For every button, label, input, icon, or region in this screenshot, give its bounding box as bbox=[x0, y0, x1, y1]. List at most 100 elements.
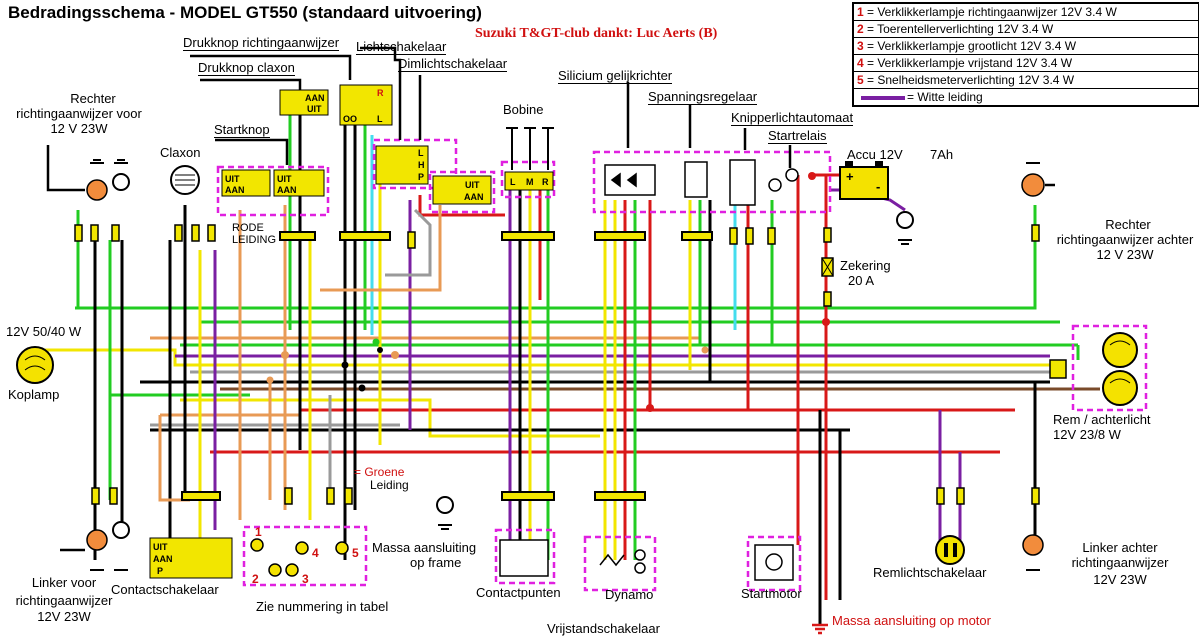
label-bobine: Bobine bbox=[503, 102, 544, 117]
headlamp bbox=[16, 346, 54, 384]
sw-start2-uit: UIT bbox=[277, 174, 292, 184]
sw-dim-aan: AAN bbox=[464, 192, 484, 202]
label-drukknop-claxon: Drukknop claxon bbox=[198, 60, 295, 76]
legend-row: 5= Snelheidsmeterverlichting 12V 3.4 W bbox=[854, 72, 1198, 89]
label-koplamp: Koplamp bbox=[8, 387, 60, 402]
dashed-boxes bbox=[216, 138, 1148, 592]
sw-p: P bbox=[418, 172, 425, 182]
bob-l: L bbox=[510, 177, 516, 187]
legend-row: 4= Verklikkerlampje vrijstand 12V 3.4 W bbox=[854, 55, 1198, 72]
rear-lamps bbox=[1102, 332, 1138, 406]
label-drukknop-richting: Drukknop richtingaanwijzer bbox=[183, 35, 340, 51]
label-rechter-achter-3: 12 V 23W bbox=[1096, 247, 1154, 262]
label-dimlichtschakelaar: Dimlichtschakelaar bbox=[398, 56, 508, 72]
label-claxon: Claxon bbox=[160, 145, 201, 160]
horn-symbol bbox=[170, 165, 200, 195]
label-groene-leiding: = Groene bbox=[354, 465, 405, 479]
bob-m: M bbox=[526, 177, 534, 187]
connector-blocks bbox=[74, 224, 1067, 505]
indicator-lamps bbox=[250, 538, 349, 577]
sw-start-uit: UIT bbox=[225, 174, 240, 184]
label-rechter-achter-2: richtingaanwijzer achter bbox=[1056, 232, 1194, 247]
switch-boxes bbox=[149, 84, 554, 579]
label-rechter-voor-2: richtingaanwijzer voor bbox=[16, 106, 142, 121]
legend-row: 2= Toerentellerverlichting 12V 3.4 W bbox=[854, 21, 1198, 38]
pointer-lines bbox=[46, 46, 1055, 552]
label-rem-achterlicht-2: 12V 23/8 W bbox=[1053, 427, 1121, 442]
label-massa-frame: Massa aansluiting bbox=[372, 540, 477, 555]
label-massa-frame-2: op frame bbox=[410, 555, 462, 570]
brake-switch bbox=[935, 535, 965, 565]
bob-r: R bbox=[542, 177, 549, 187]
sw-l: L bbox=[418, 148, 424, 158]
label-linker-voor: Linker voor bbox=[31, 575, 97, 590]
label-remlicht: Remlichtschakelaar bbox=[873, 565, 987, 580]
lamp-number-1: 1 bbox=[255, 525, 262, 539]
legend-table: 1= Verklikkerlampje richtingaanwijzer 12… bbox=[852, 2, 1199, 107]
label-rode-leiding-2: LEIDING bbox=[232, 234, 277, 246]
label-contactpunten: Contactpunten bbox=[476, 585, 561, 600]
lamp-number-5: 5 bbox=[352, 546, 359, 560]
lamp-number-2: 2 bbox=[252, 572, 259, 586]
turn-signal-lamps bbox=[86, 173, 1045, 556]
lamp-number-3: 3 bbox=[302, 572, 309, 586]
sw-richting-aan: AAN bbox=[305, 93, 325, 103]
legend-row: 1= Verklikkerlampje richtingaanwijzer 12… bbox=[854, 4, 1198, 21]
diagram-title: Bedradingsschema - MODEL GT550 (standaar… bbox=[8, 3, 482, 22]
white-wire-swatch bbox=[861, 95, 905, 100]
label-rode-leiding: RODE bbox=[232, 222, 264, 234]
label-silicium: Silicium gelijkrichter bbox=[558, 68, 673, 84]
lamp-number-4: 4 bbox=[312, 546, 319, 560]
cs-uit: UIT bbox=[153, 542, 168, 552]
cs-aan: AAN bbox=[153, 554, 173, 564]
credit-line: Suzuki T&GT-club dankt: Luc Aerts (B) bbox=[475, 26, 718, 41]
junction-dots bbox=[266, 346, 709, 384]
battery-plus: + bbox=[846, 169, 854, 184]
label-linker-voor-3: 12V 23W bbox=[37, 609, 91, 624]
label-rem-achterlicht: Rem / achterlicht bbox=[1053, 412, 1151, 427]
label-koplamp-spec: 12V 50/40 W bbox=[6, 324, 82, 339]
label-lichtschakelaar: Lichtschakelaar bbox=[356, 39, 447, 55]
sw-licht-r: R bbox=[377, 88, 384, 98]
label-zekering: Zekering bbox=[840, 258, 891, 273]
battery bbox=[839, 161, 889, 200]
sw-start-aan: AAN bbox=[225, 185, 245, 195]
label-zekering-a: 20 A bbox=[848, 273, 875, 288]
label-vrijstand: Vrijstandschakelaar bbox=[547, 621, 660, 636]
label-linker-achter-2: richtingaanwijzer bbox=[1071, 555, 1169, 570]
label-rechter-achter: Rechter bbox=[1105, 217, 1151, 232]
electronic-units bbox=[499, 159, 799, 581]
sw-richting-uit: UIT bbox=[307, 104, 322, 114]
label-spanningsregelaar: Spanningsregelaar bbox=[648, 89, 758, 105]
legend-row-white-wire: = Witte leiding bbox=[854, 89, 1198, 105]
sw-h: H bbox=[418, 160, 425, 170]
wire-green-top bbox=[75, 205, 1037, 310]
label-linker-achter-3: 12V 23W bbox=[1093, 572, 1147, 587]
spark-plugs bbox=[506, 127, 554, 170]
label-groene-leiding-2: Leiding bbox=[370, 478, 409, 492]
sw-dim-uit: UIT bbox=[465, 180, 480, 190]
label-contactschakelaar: Contactschakelaar bbox=[111, 582, 219, 597]
sw-licht-l: L bbox=[377, 114, 383, 124]
cs-p: P bbox=[157, 566, 164, 576]
label-accu: Accu 12V bbox=[847, 147, 903, 162]
label-dynamo: Dynamo bbox=[605, 587, 654, 602]
label-startrelais: Startrelais bbox=[768, 128, 827, 144]
label-massa-motor: Massa aansluiting op motor bbox=[832, 613, 991, 628]
sw-start2-aan: AAN bbox=[277, 185, 297, 195]
battery-minus: - bbox=[876, 179, 881, 194]
label-linker-voor-2: richtingaanwijzer bbox=[15, 593, 113, 608]
label-startknop: Startknop bbox=[214, 122, 270, 138]
label-rechter-voor: Rechter bbox=[70, 91, 116, 106]
legend-row: 3= Verklikkerlampje grootlicht 12V 3.4 W bbox=[854, 38, 1198, 55]
label-linker-achter: Linker achter bbox=[1082, 540, 1158, 555]
label-nummering: Zie nummering in tabel bbox=[256, 599, 389, 614]
wire-yellow-2 bbox=[180, 398, 600, 438]
label-startmotor: Startmotor bbox=[741, 586, 802, 601]
sw-licht-oo: OO bbox=[343, 114, 358, 124]
label-accu-ah: 7Ah bbox=[930, 147, 954, 162]
label-knipperlicht: Knipperlichtautomaat bbox=[731, 110, 854, 126]
label-rechter-voor-3: 12 V 23W bbox=[50, 121, 108, 136]
